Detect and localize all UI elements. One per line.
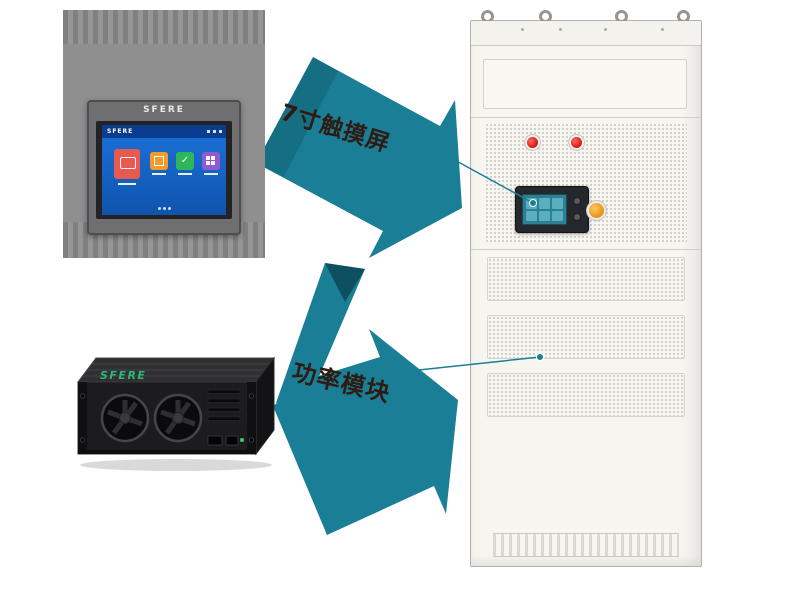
hmi-screen-statusbar: SFERE (102, 125, 226, 138)
rack-ear-right (247, 382, 256, 454)
module-bottom-edge (78, 450, 256, 454)
app-icon-green-check: ✓ (176, 152, 194, 170)
hmi-bezel-brand: SFERE (143, 105, 185, 115)
cabinet-top-cap (471, 21, 701, 46)
bottom-arrow-fold (325, 263, 365, 302)
status-icon (207, 130, 210, 133)
vent-slot (207, 416, 241, 421)
page-dot (168, 207, 171, 210)
vent-slot (207, 398, 241, 403)
status-icon (213, 130, 216, 133)
vent-slot (207, 407, 241, 412)
status-led-green (240, 438, 244, 442)
panel-button (573, 197, 581, 205)
page-dot (158, 207, 161, 210)
label-power-module: 功率模块 (289, 357, 394, 408)
screen-button (552, 198, 563, 209)
app-icon-red (114, 149, 140, 179)
rack-power-module: SFERE (77, 356, 275, 471)
app-label-bar (152, 173, 166, 175)
app-label-bar (178, 173, 192, 175)
module-shadow (80, 459, 272, 471)
status-icon (219, 130, 222, 133)
io-port (207, 435, 223, 446)
top-connection-arrow (256, 57, 462, 258)
mount-ridge-top (63, 10, 265, 44)
rack-ear-left (78, 382, 87, 454)
screen-button (526, 210, 537, 221)
panel-seam (471, 117, 701, 118)
hmi-touchscreen-device: SFERE SFERE ✓ (87, 100, 241, 235)
app-label-bar (118, 183, 136, 185)
hmi-screen-brand: SFERE (107, 128, 134, 135)
io-port (225, 435, 239, 446)
fan-icon (153, 393, 203, 443)
screw-icon (604, 28, 607, 31)
screw-icon (661, 28, 664, 31)
ear-hole (79, 393, 86, 399)
screen-button (526, 198, 537, 209)
screw-icon (559, 28, 562, 31)
bottom-vent-grille (493, 533, 679, 557)
hmi-screen-frame: SFERE ✓ (96, 121, 232, 219)
power-cabinet (470, 10, 702, 567)
vent-slot (207, 389, 241, 394)
ear-hole (79, 437, 86, 443)
control-screen (522, 194, 567, 225)
vent-strip (487, 257, 685, 301)
screen-button (539, 210, 550, 221)
screw-icon (521, 28, 524, 31)
module-brand: SFERE (100, 369, 146, 382)
door-split-seam (471, 249, 701, 250)
app-label-bar (204, 173, 218, 175)
emergency-stop-button (589, 203, 604, 218)
control-panel (515, 186, 589, 233)
app-icon-purple-grid (202, 152, 220, 170)
indicator-lamp-red (571, 137, 582, 148)
page-dot (163, 207, 166, 210)
ear-hole (248, 393, 255, 399)
cabinet-blank-panel (483, 59, 687, 109)
screen-button (539, 198, 550, 209)
app-icon-orange (150, 152, 168, 170)
vent-strip (487, 373, 685, 417)
hmi-screen: SFERE ✓ (102, 125, 226, 215)
indicator-lamp-red (527, 137, 538, 148)
screen-button (552, 210, 563, 221)
label-touchscreen: 7寸触摸屏 (277, 99, 394, 158)
ear-hole (248, 437, 255, 443)
fan-icon (100, 393, 150, 443)
hmi-mount-panel: SFERE SFERE ✓ (63, 10, 265, 258)
panel-button (573, 213, 581, 221)
vent-strip (487, 315, 685, 359)
